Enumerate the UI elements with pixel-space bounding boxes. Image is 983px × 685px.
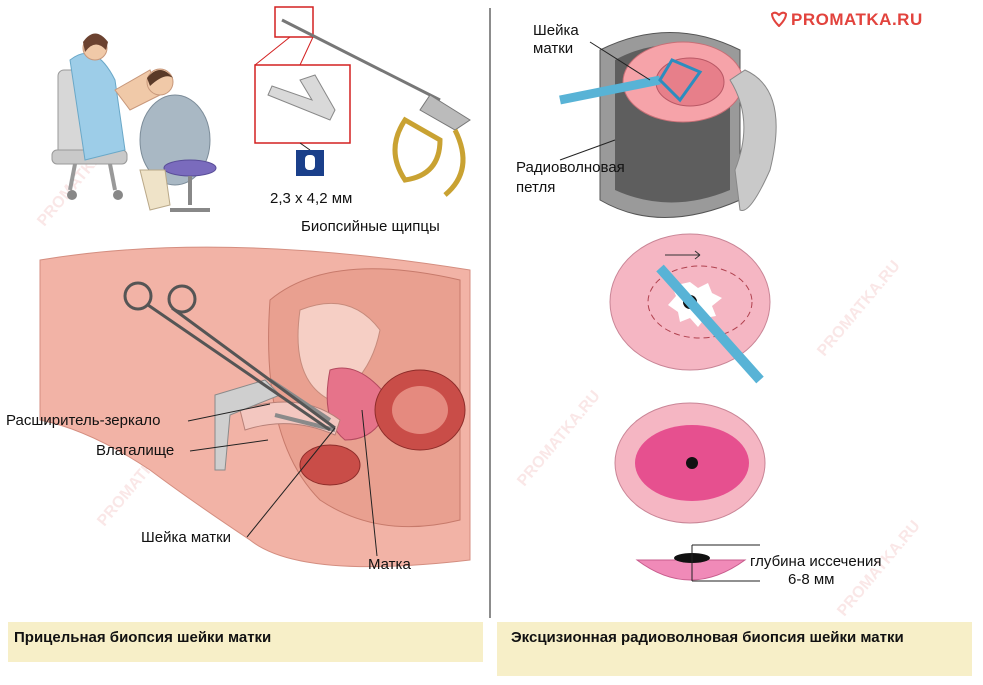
panel-divider (489, 8, 491, 618)
forceps-size-label: 2,3 x 4,2 мм (270, 190, 353, 207)
cervix-excision-diagram (609, 233, 771, 384)
vagina-label: Влагалище (96, 442, 175, 459)
forceps-label: Биопсийные щипцы (301, 218, 440, 235)
pelvis-cross-section (39, 246, 471, 568)
right-caption: Эксцизионная радиоволновая биопсия шейки… (497, 622, 972, 676)
speculum-label: Расширитель-зеркало (6, 412, 161, 429)
cervix-leader-line (246, 427, 336, 538)
logo-text: PROMATKA.RU (791, 10, 923, 29)
loop-label: Радиоволновая петля (516, 159, 625, 196)
depth-label-line1: глубина иссечения (750, 553, 882, 570)
excised-cone (635, 544, 760, 582)
speculum-view (559, 32, 777, 218)
cervix-label: Шейка матки (141, 529, 232, 546)
uterus-leader-line (361, 409, 378, 557)
targeted-biopsy-illustration (39, 6, 471, 568)
brand-logo: PROMATKA.RU (770, 10, 923, 30)
excisional-biopsy-illustration (559, 32, 777, 582)
speculum-leader-line (187, 403, 271, 422)
depth-label-line2: 6-8 мм (788, 571, 835, 588)
left-caption-text: Прицельная биопсия шейки матки (14, 629, 272, 646)
right-caption-text: Эксцизионная радиоволновая биопсия шейки… (511, 629, 904, 646)
examination-scene (51, 33, 217, 212)
vagina-leader-line (189, 439, 269, 452)
uterus-label: Матка (368, 556, 411, 573)
biopsy-forceps (254, 6, 471, 197)
right-cervix-label: Шейка матки (533, 22, 579, 57)
left-caption: Прицельная биопсия шейки матки (8, 622, 483, 662)
cervix-after-excision (614, 402, 766, 524)
uterus-logo-icon (770, 11, 788, 27)
